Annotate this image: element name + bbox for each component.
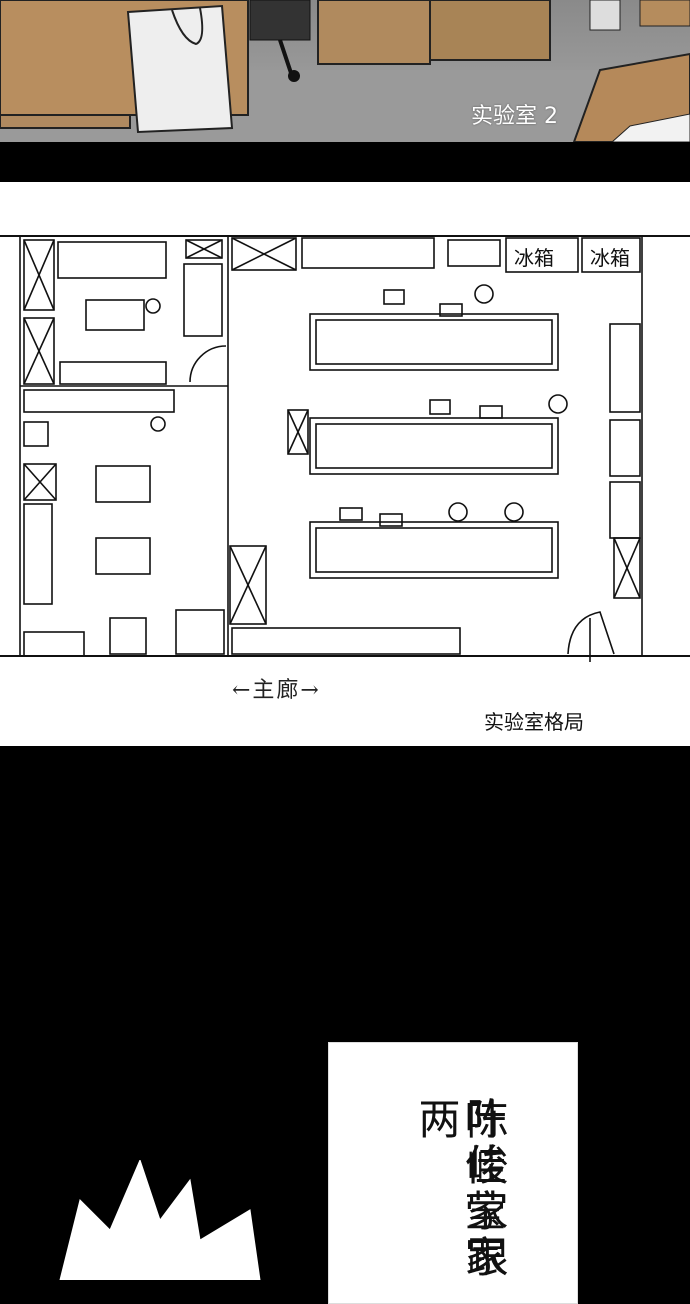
fridge-label-1: 冰箱 <box>514 246 554 270</box>
corridor-label: ←主廊→ <box>232 678 321 703</box>
lab-photo-caption: 实验室 2 <box>471 104 558 129</box>
lab-photo-panel: 实验室 2 <box>0 0 690 142</box>
floorplan-caption: 实验室格局 <box>484 710 584 734</box>
lab-floorplan-sketch <box>0 235 690 662</box>
panel-gutter <box>0 142 690 182</box>
speech-burst-shape <box>59 1160 261 1280</box>
floorplan-panel: 冰箱 冰箱 ←主廊→ 实验室格局 <box>0 182 690 746</box>
narration-box: 陈峻家跟 叶佳莹家两 <box>328 1042 578 1304</box>
lab-photo-illustration <box>0 0 690 142</box>
narration-column-1: 陈峻家跟 <box>460 1097 509 1281</box>
narration-column-2: 叶佳莹家两 <box>412 1097 507 1281</box>
fridge-label-2: 冰箱 <box>590 246 630 270</box>
